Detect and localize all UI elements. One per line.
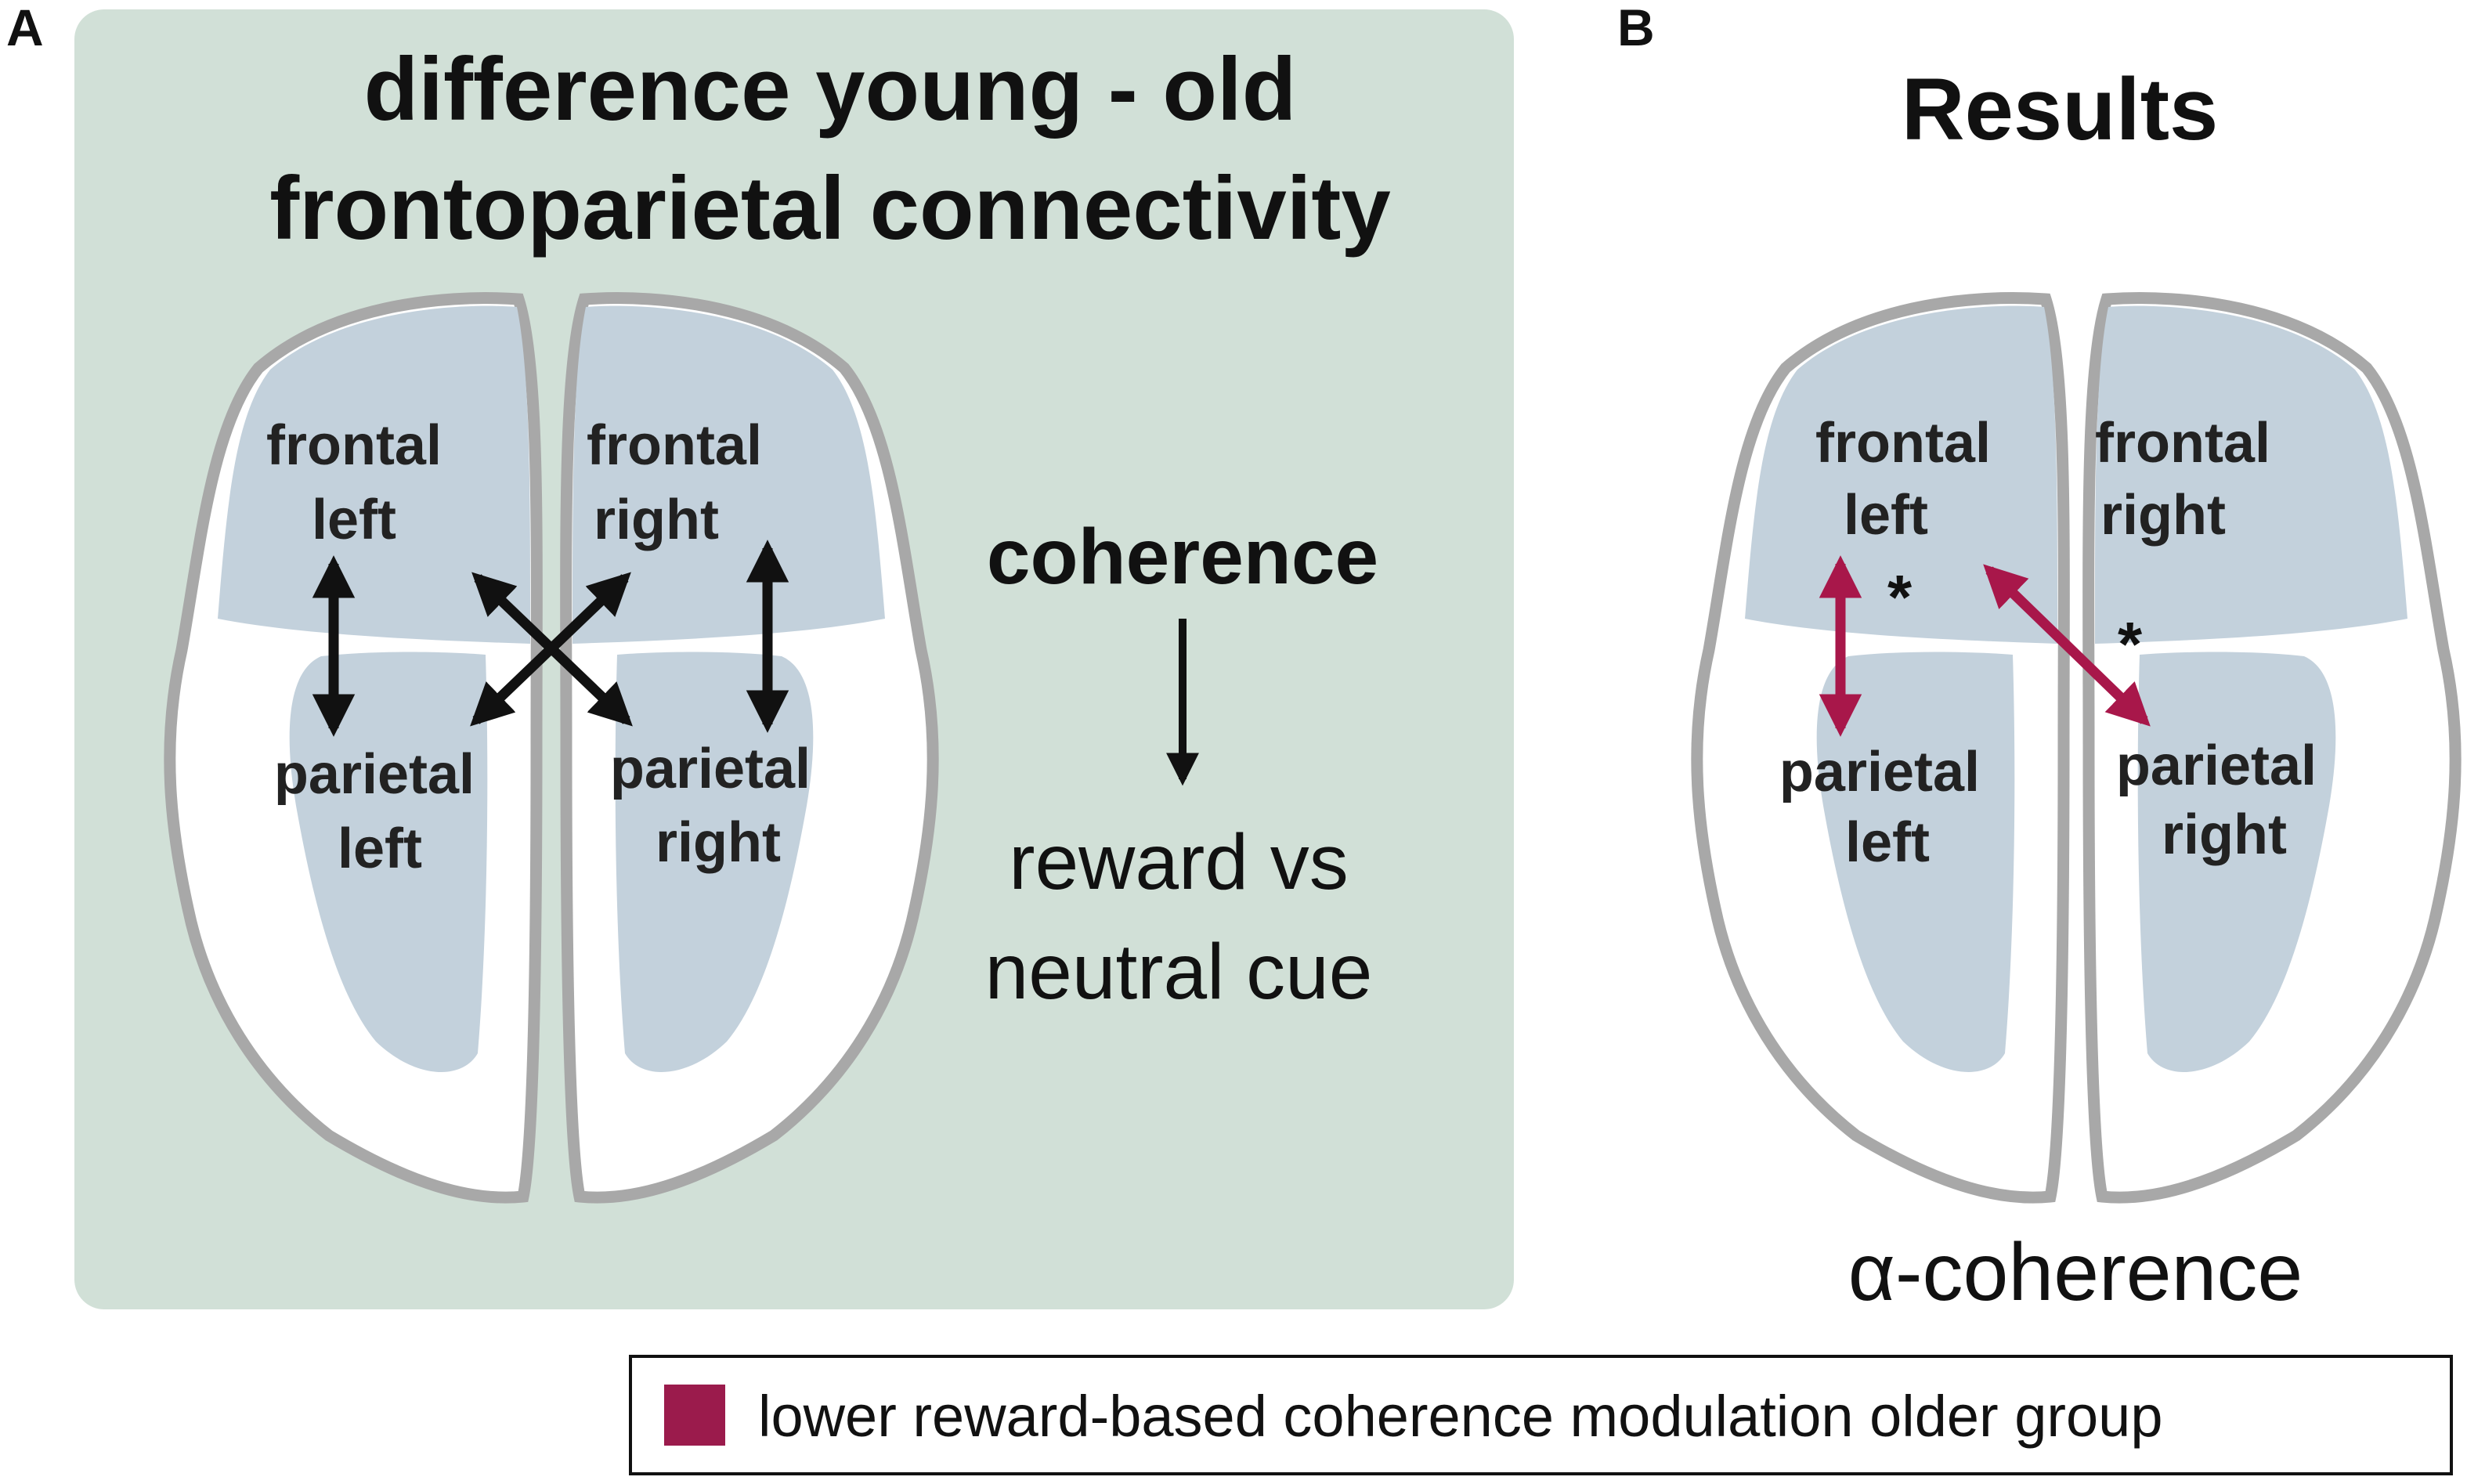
parietal-left-label-line1: parietal	[274, 743, 475, 806]
parietal-right-label-b-line2: right	[2162, 803, 2287, 866]
parietal-right-region	[615, 652, 814, 1072]
panel-a-title-line1: difference young - old	[364, 40, 1297, 139]
frontal-right-label-b: frontal right	[2095, 412, 2286, 547]
contrast-label-line2: neutral cue	[985, 928, 1373, 1016]
arrow-b-frontal-left-parietal-right	[1983, 564, 2151, 727]
panel-b-title: Results	[1902, 60, 2219, 158]
legend-swatch	[664, 1385, 725, 1446]
parietal-right-label-line1: parietal	[610, 738, 811, 800]
significance-star-1: *	[1887, 562, 1913, 632]
parietal-right-label-b: parietal right	[2116, 735, 2332, 866]
parietal-right-region-b	[2137, 652, 2336, 1072]
frontal-right-label-b-line2: right	[2100, 484, 2226, 547]
frontal-left-label-b-line2: left	[1844, 484, 1928, 547]
frontal-left-label-b-line1: frontal	[1815, 412, 1991, 475]
panel-b: B Results frontal left frontal right par…	[1617, 0, 2462, 1318]
frontal-right-label-line2: right	[594, 489, 719, 551]
frontal-right-label-b-line1: frontal	[2095, 412, 2270, 475]
frontal-left-label-b: frontal left	[1815, 412, 2006, 547]
alpha-coherence-label: α-coherence	[1848, 1227, 2303, 1318]
panel-a: A difference young - old frontoparietal …	[6, 0, 1514, 1309]
contrast-label-line1: reward vs	[1009, 818, 1348, 906]
parietal-left-label: parietal left	[274, 743, 490, 880]
parietal-right-label-line2: right	[656, 811, 781, 874]
legend: lower reward-based coherence modulation …	[629, 1355, 2453, 1475]
arrow-frontal-right-parietal-left	[470, 572, 631, 727]
frontal-right-label: frontal right	[587, 414, 778, 551]
panel-a-letter: A	[6, 0, 44, 56]
measure-label: coherence	[987, 513, 1378, 601]
parietal-left-label-b: parietal left	[1779, 741, 1996, 874]
legend-label: lower reward-based coherence modulation …	[758, 1384, 2163, 1449]
frontal-left-label-line1: frontal	[266, 414, 442, 477]
brain-diagram-a: frontal left frontal right parietal left…	[164, 292, 939, 1204]
parietal-left-region-b	[1816, 652, 2015, 1072]
significance-star-2: *	[2118, 609, 2143, 679]
panel-a-title-line2: frontoparietal connectivity	[269, 159, 1391, 258]
frontal-right-label-line1: frontal	[587, 414, 762, 477]
parietal-right-label: parietal right	[610, 738, 826, 874]
brain-diagram-b: frontal left frontal right parietal left…	[1691, 292, 2462, 1204]
frontal-right-region-b	[2094, 305, 2407, 644]
panel-b-letter: B	[1617, 0, 1655, 56]
frontal-right-region	[572, 305, 885, 644]
parietal-left-region	[289, 652, 488, 1072]
frontal-left-label: frontal left	[266, 414, 457, 551]
parietal-right-label-b-line1: parietal	[2116, 735, 2317, 797]
frontal-left-region	[218, 305, 531, 644]
parietal-left-label-b-line1: parietal	[1779, 741, 1980, 803]
parietal-left-label-line2: left	[338, 818, 422, 880]
parietal-left-label-b-line2: left	[1845, 811, 1930, 874]
frontal-left-label-line2: left	[312, 489, 396, 551]
legend-box	[629, 1355, 2453, 1475]
